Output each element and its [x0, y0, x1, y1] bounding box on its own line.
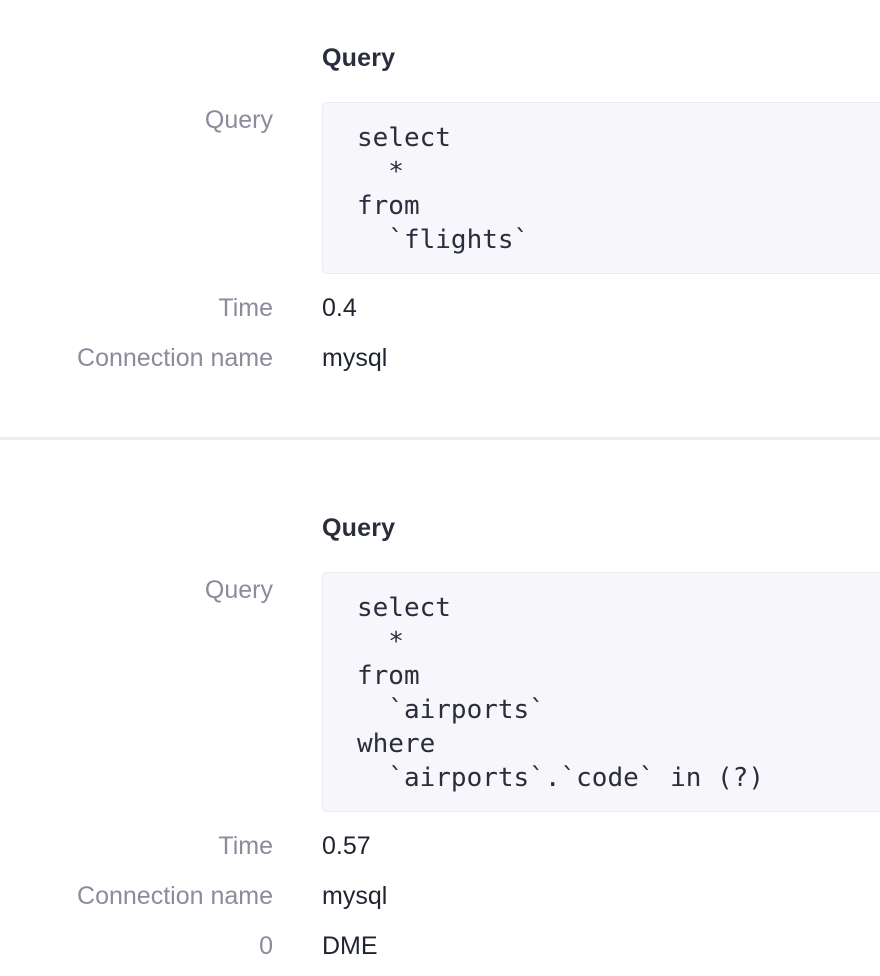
time-value: 0.4 [322, 294, 357, 322]
query-label: Query [204, 576, 273, 604]
query-sql: select * from `flights` [357, 123, 530, 255]
connection-label: Connection name [77, 344, 273, 372]
time-value: 0.57 [322, 832, 371, 860]
entry-title: Query [322, 44, 396, 72]
query-code-block[interactable]: select * from `flights` [322, 102, 880, 274]
time-label: Time [218, 832, 273, 860]
query-code-block[interactable]: select * from `airports` where `airports… [322, 572, 880, 812]
query-entry: Query Query select * from `flights` Time… [0, 0, 880, 438]
binding-label: 0 [259, 932, 273, 960]
connection-value: mysql [322, 344, 388, 372]
time-label: Time [218, 294, 273, 322]
query-label: Query [204, 106, 273, 134]
connection-label: Connection name [77, 882, 273, 910]
binding-value: DME [322, 932, 378, 960]
entry-title: Query [322, 514, 396, 542]
query-entry: Query Query select * from `airports` whe… [0, 470, 880, 976]
section-divider [0, 437, 880, 440]
connection-value: mysql [322, 882, 388, 910]
query-sql: select * from `airports` where `airports… [357, 593, 764, 793]
